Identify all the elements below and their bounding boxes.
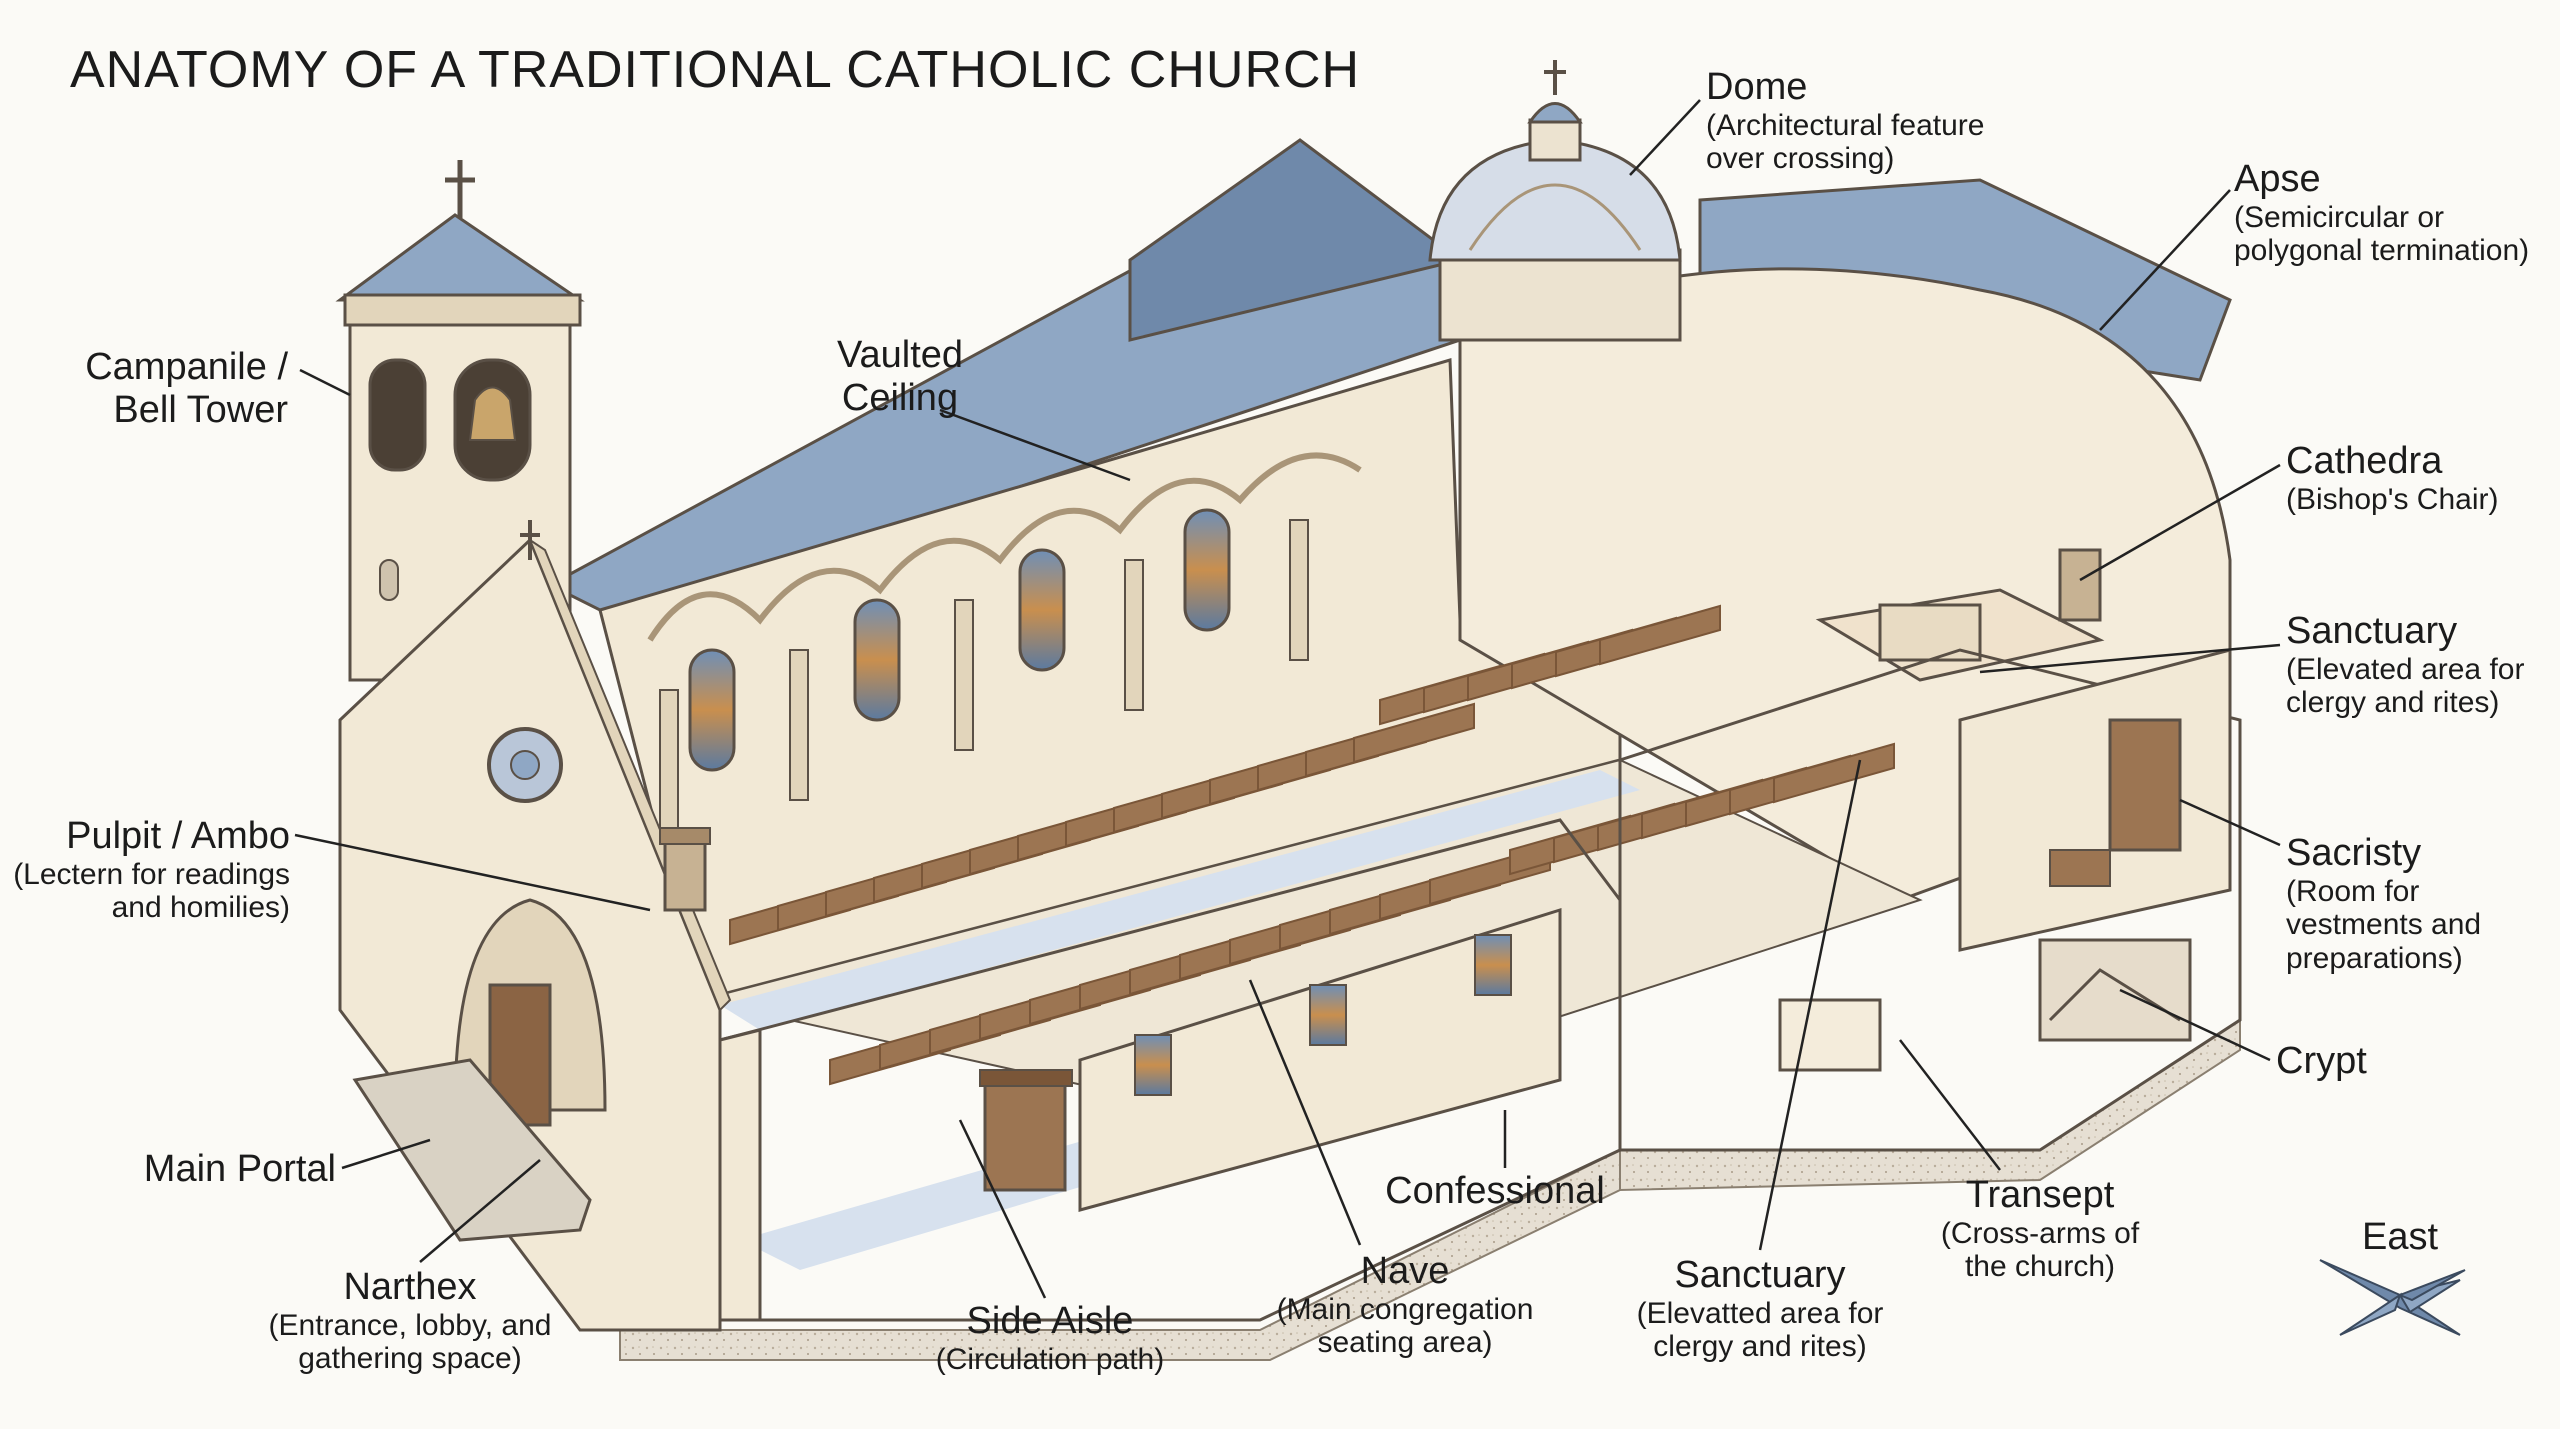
label-apse: Apse (Semicircular or polygonal terminat… bbox=[2234, 158, 2529, 268]
label-compass-name: East bbox=[2362, 1216, 2439, 1258]
pew bbox=[1599, 604, 1721, 666]
label-main-portal-name: Main Portal bbox=[143, 1148, 336, 1190]
confessional bbox=[979, 1069, 1073, 1192]
diagram-title: ANATOMY OF A TRADITIONAL CATHOLIC CHURCH bbox=[70, 41, 1361, 99]
label-apse-desc: (Semicircular or polygonal termination) bbox=[2234, 200, 2530, 268]
leader-line-pulpit bbox=[294, 833, 651, 912]
label-crypt: Crypt bbox=[2276, 1040, 2367, 1083]
leader-line-apse bbox=[2099, 189, 2231, 331]
leader-line-crypt bbox=[2119, 988, 2271, 1062]
label-campanile-name: Campanile / Bell Tower bbox=[85, 346, 288, 431]
label-vaulted-ceiling-name: Vaulted Ceiling bbox=[836, 334, 964, 419]
label-transept-name: Transept bbox=[1965, 1174, 2115, 1216]
leader-line-sanctuary-right bbox=[1979, 643, 2281, 674]
label-sanctuary-right-name: Sanctuary bbox=[2286, 610, 2458, 652]
label-compass: East bbox=[2362, 1216, 2438, 1259]
label-sacristy: Sacristy (Room for vestments and prepara… bbox=[2286, 832, 2481, 975]
leader-line-vaulted bbox=[939, 408, 1131, 482]
label-sanctuary-bottom-desc: (Elevatted area for clergy and rites) bbox=[1636, 1296, 1884, 1364]
label-narthex-name: Narthex bbox=[343, 1266, 477, 1308]
label-sanctuary-right-desc: (Elevated area for clergy and rites) bbox=[2286, 652, 2525, 720]
leader-line-cathedra bbox=[2079, 463, 2281, 582]
label-apse-name: Apse bbox=[2234, 158, 2321, 200]
label-cathedra-desc: (Bishop's Chair) bbox=[2286, 482, 2499, 516]
label-cathedra-name: Cathedra bbox=[2286, 440, 2443, 482]
leader-line-dome bbox=[1629, 99, 1701, 176]
label-sanctuary-bottom: Sanctuary (Elevatted area for clergy and… bbox=[1610, 1254, 1910, 1364]
pew bbox=[1773, 742, 1895, 804]
label-dome: Dome (Architectural feature over crossin… bbox=[1706, 66, 1984, 176]
label-nave: Nave (Main congregation seating area) bbox=[1270, 1250, 1540, 1360]
label-crypt-name: Crypt bbox=[2276, 1040, 2367, 1082]
label-narthex-desc: (Entrance, lobby, and gathering space) bbox=[268, 1308, 552, 1376]
label-sacristy-name: Sacristy bbox=[2286, 832, 2422, 874]
compass-rose-icon bbox=[2319, 1259, 2466, 1336]
label-side-aisle: Side Aisle (Circulation path) bbox=[920, 1300, 1180, 1376]
label-vaulted-ceiling: Vaulted Ceiling bbox=[810, 334, 990, 419]
leader-line-sacristy bbox=[2179, 798, 2281, 847]
label-dome-desc: (Architectural feature over crossing) bbox=[1706, 108, 1985, 176]
pews bbox=[729, 604, 1895, 1086]
label-sanctuary-right: Sanctuary (Elevated area for clergy and … bbox=[2286, 610, 2524, 720]
label-side-aisle-desc: (Circulation path) bbox=[935, 1342, 1165, 1376]
label-side-aisle-name: Side Aisle bbox=[966, 1300, 1134, 1342]
leader-line-transept bbox=[1899, 1039, 2001, 1171]
leader-line-campanile bbox=[299, 368, 351, 397]
leader-lines bbox=[294, 99, 2281, 1299]
label-main-portal: Main Portal bbox=[100, 1148, 336, 1191]
pulpit bbox=[659, 827, 711, 912]
leader-line-narthex bbox=[419, 1159, 541, 1263]
label-narthex: Narthex (Entrance, lobby, and gathering … bbox=[260, 1266, 560, 1376]
transept-sacristy bbox=[1618, 648, 2242, 1152]
label-sanctuary-bottom-name: Sanctuary bbox=[1674, 1254, 1846, 1296]
label-transept: Transept (Cross-arms of the church) bbox=[1920, 1174, 2160, 1284]
label-nave-desc: (Main congregation seating area) bbox=[1276, 1292, 1534, 1360]
cutaway-south-wall bbox=[718, 818, 1622, 1322]
leader-line-side-aisle bbox=[958, 1119, 1047, 1299]
label-confessional-name: Confessional bbox=[1385, 1170, 1605, 1212]
leader-line-main-portal bbox=[341, 1138, 431, 1170]
label-transept-desc: (Cross-arms of the church) bbox=[1940, 1216, 2140, 1284]
leader-line-sanctuary-bottom bbox=[1758, 759, 1862, 1251]
pew bbox=[1353, 702, 1475, 764]
label-sacristy-desc: (Room for vestments and preparations) bbox=[2286, 874, 2482, 975]
label-nave-name: Nave bbox=[1360, 1250, 1450, 1292]
label-confessional: Confessional bbox=[1370, 1170, 1620, 1213]
label-cathedra: Cathedra (Bishop's Chair) bbox=[2286, 440, 2498, 516]
label-campanile: Campanile / Bell Tower bbox=[84, 346, 288, 431]
leader-line-nave bbox=[1248, 979, 1362, 1246]
label-pulpit: Pulpit / Ambo (Lectern for readings and … bbox=[10, 815, 290, 925]
label-pulpit-name: Pulpit / Ambo bbox=[66, 815, 290, 857]
label-dome-name: Dome bbox=[1706, 66, 1808, 108]
dome bbox=[1428, 60, 1682, 342]
label-pulpit-desc: (Lectern for readings and homilies) bbox=[13, 857, 290, 925]
